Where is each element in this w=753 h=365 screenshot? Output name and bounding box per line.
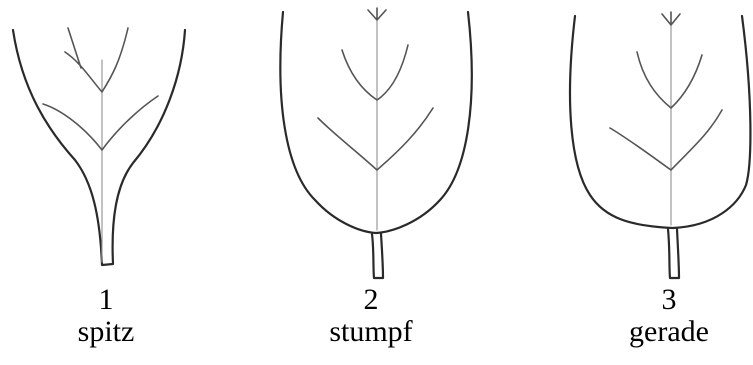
leaf-2-petiole (372, 234, 383, 278)
leaf-3-number: 3 (569, 284, 753, 316)
leaf-3-caption: 3 gerade (569, 284, 753, 348)
leaf-1-drawing (13, 28, 185, 265)
leaf-3-petiole (668, 229, 679, 278)
leaf-2-drawing (280, 8, 471, 278)
leaf-3-veins (610, 12, 722, 170)
leaf-2-veins (318, 8, 433, 170)
leaf-2-label: stumpf (271, 316, 471, 348)
leaf-3-label: gerade (569, 316, 753, 348)
leaf-2-number: 2 (271, 284, 471, 316)
leaf-1-caption: 1 spitz (6, 284, 206, 348)
leaf-2-outline (280, 12, 471, 233)
leaf-1-number: 1 (6, 284, 206, 316)
leaf-3-outline (570, 16, 750, 228)
leaf-2-caption: 2 stumpf (271, 284, 471, 348)
leaf-1-outline (13, 30, 185, 265)
leaf-1-veins (43, 28, 158, 150)
leaf-3-drawing (570, 12, 750, 278)
leaf-1-label: spitz (6, 316, 206, 348)
